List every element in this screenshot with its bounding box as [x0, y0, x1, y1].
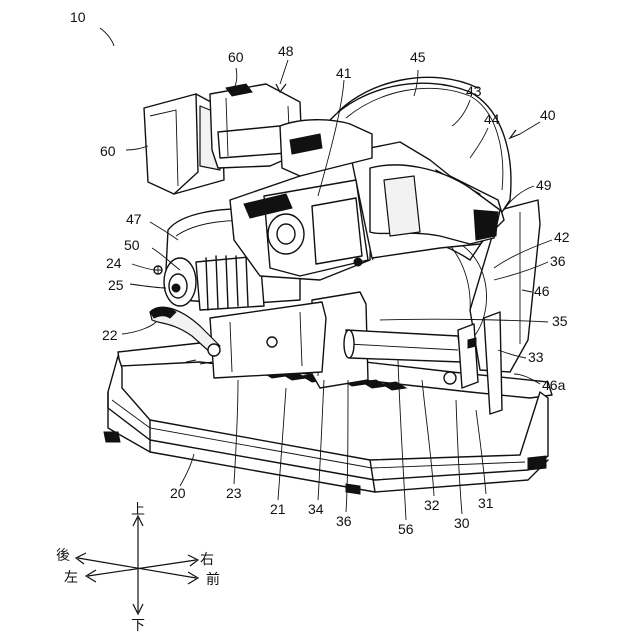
label-50: 50 — [124, 237, 140, 253]
label-60-top: 60 — [228, 49, 244, 65]
label-20: 20 — [170, 485, 186, 501]
label-60-left: 60 — [100, 143, 116, 159]
direction-up: 上 — [131, 502, 145, 518]
motor-cover-50 — [164, 256, 264, 310]
label-36-bottom: 36 — [336, 513, 352, 529]
label-34: 34 — [308, 501, 324, 517]
direction-indicator: 上 下 後 左 右 前 — [56, 502, 220, 634]
vise-plate-23 — [210, 302, 326, 378]
label-31: 31 — [478, 495, 494, 511]
label-40: 40 — [540, 107, 556, 123]
label-24: 24 — [106, 255, 122, 271]
direction-down: 下 — [131, 618, 145, 634]
direction-right: 右 — [200, 552, 214, 568]
label-30: 30 — [454, 515, 470, 531]
label-43: 43 — [466, 83, 482, 99]
direction-left: 左 — [64, 570, 78, 586]
vise-rod-32 — [344, 330, 462, 362]
label-25: 25 — [108, 277, 124, 293]
label-10: 10 — [70, 9, 86, 25]
label-46a: 46a — [542, 377, 566, 393]
label-32: 32 — [424, 497, 440, 513]
label-41: 41 — [336, 65, 352, 81]
label-36-right: 36 — [550, 253, 566, 269]
label-44: 44 — [484, 111, 500, 127]
label-21: 21 — [270, 501, 286, 517]
label-23: 23 — [226, 485, 242, 501]
label-56: 56 — [398, 521, 414, 537]
label-47: 47 — [126, 211, 142, 227]
label-48: 48 — [278, 43, 294, 59]
label-35: 35 — [552, 313, 568, 329]
vise-clamp-30 — [444, 312, 502, 414]
label-46: 46 — [534, 283, 550, 299]
direction-rear: 後 — [56, 548, 70, 564]
label-45: 45 — [410, 49, 426, 65]
label-33: 33 — [528, 349, 544, 365]
label-49: 49 — [536, 177, 552, 193]
direction-front: 前 — [206, 571, 220, 588]
label-42: 42 — [554, 229, 570, 245]
label-22: 22 — [102, 327, 118, 343]
